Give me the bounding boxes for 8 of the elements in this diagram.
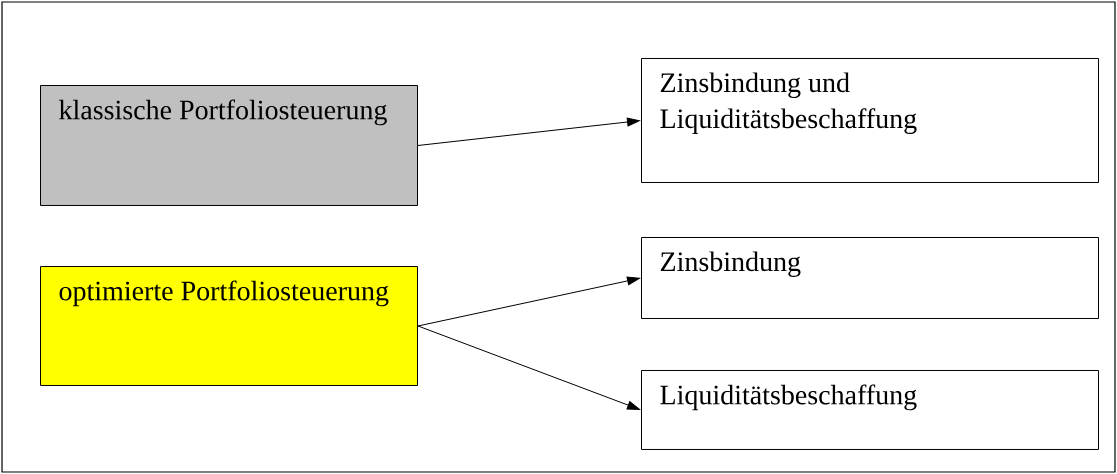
process-box: klassische Portfoliosteuerung [40,85,418,206]
process-box: optimierte Portfoliosteuerung [40,266,418,386]
arrow [417,276,640,327]
result-box: Zinsbindung [641,237,1099,319]
arrow [417,117,640,146]
arrow [417,325,640,410]
result-box: Zinsbindung und Liquiditätsbeschaffung [641,58,1099,183]
result-box: Liquiditätsbeschaffung [641,370,1099,450]
